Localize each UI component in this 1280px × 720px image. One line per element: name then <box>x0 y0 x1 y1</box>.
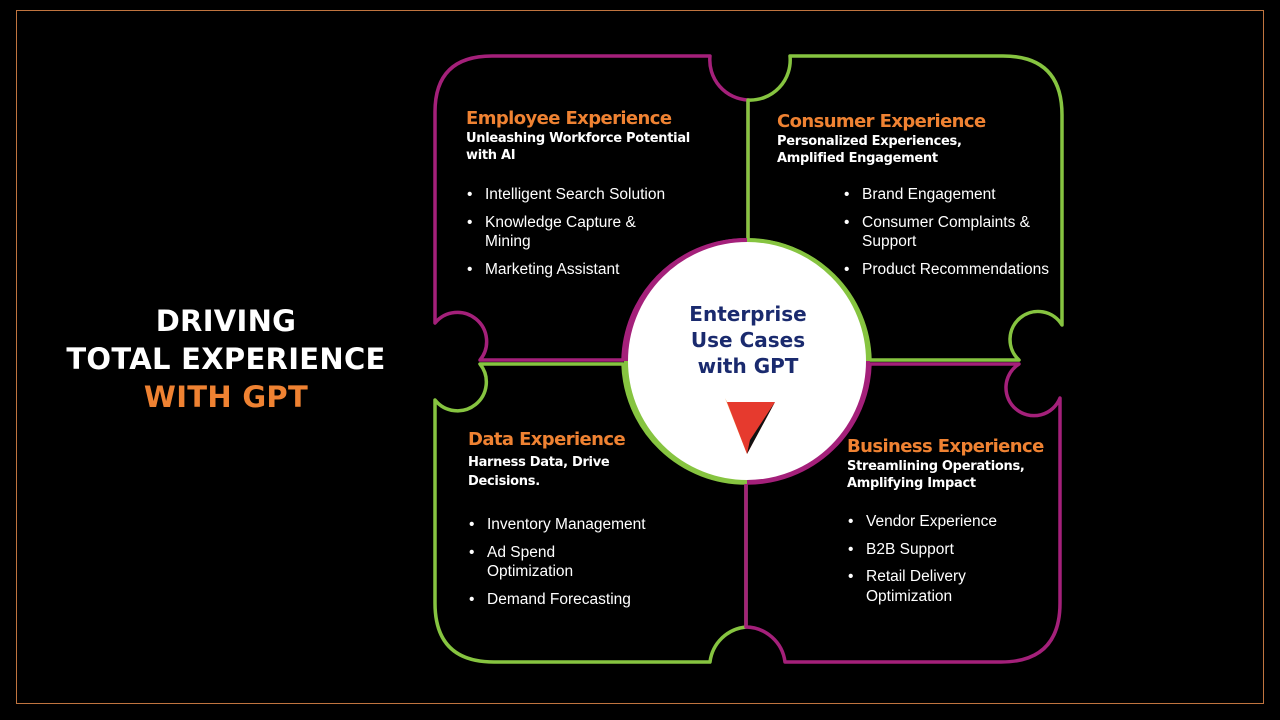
center-line-3: with GPT <box>697 354 799 378</box>
center-label: Enterprise Use Cases with GPT <box>650 301 846 379</box>
consumer-experience-section: Consumer Experience Personalized Experie… <box>777 111 1049 287</box>
list-item: Intelligent Search Solution <box>466 185 706 205</box>
consumer-title: Consumer Experience <box>777 111 986 132</box>
list-item: B2B Support <box>847 540 1057 560</box>
business-experience-section: Business Experience Streamlining Operati… <box>847 436 1057 614</box>
business-list: Vendor Experience B2B Support Retail Del… <box>847 512 1057 606</box>
employee-list: Intelligent Search Solution Knowledge Ca… <box>466 185 706 279</box>
title-line-3: WITH GPT <box>143 380 309 414</box>
data-subtitle: Harness Data, Drive Decisions. <box>468 455 610 489</box>
slide-title: DRIVING TOTAL EXPERIENCE WITH GPT <box>40 302 412 416</box>
consumer-list: Brand Engagement Consumer Complaints & S… <box>843 185 1058 279</box>
business-title: Business Experience <box>847 436 1044 457</box>
list-item: Brand Engagement <box>843 185 1058 205</box>
data-title: Data Experience <box>468 429 626 450</box>
center-line-1: Enterprise <box>689 302 807 326</box>
data-list: Inventory Management Ad Spend Optimizati… <box>468 515 658 609</box>
center-line-2: Use Cases <box>690 328 806 352</box>
list-item: Ad Spend Optimization <box>468 543 597 582</box>
list-item: Knowledge Capture & Mining <box>466 213 650 252</box>
list-item: Inventory Management <box>468 515 658 535</box>
employee-title: Employee Experience <box>466 108 672 129</box>
list-item: Vendor Experience <box>847 512 1057 532</box>
slide-frame <box>16 10 1264 704</box>
business-subtitle: Streamlining Operations, Amplifying Impa… <box>847 459 1025 491</box>
data-experience-section: Data Experience Harness Data, Drive Deci… <box>468 429 658 617</box>
employee-experience-section: Employee Experience Unleashing Workforce… <box>466 108 706 287</box>
center-circle <box>626 240 868 482</box>
list-item: Demand Forecasting <box>468 590 658 610</box>
list-item: Product Recommendations <box>843 260 1058 280</box>
title-line-1: DRIVING <box>155 304 297 338</box>
title-line-2: TOTAL EXPERIENCE <box>66 342 386 376</box>
list-item: Marketing Assistant <box>466 260 706 280</box>
list-item: Retail Delivery Optimization <box>847 567 991 606</box>
consumer-subtitle: Personalized Experiences, Amplified Enga… <box>777 134 962 166</box>
brand-logo-icon <box>725 398 775 454</box>
employee-subtitle: Unleashing Workforce Potential with AI <box>466 131 690 163</box>
list-item: Consumer Complaints & Support <box>843 213 1042 252</box>
